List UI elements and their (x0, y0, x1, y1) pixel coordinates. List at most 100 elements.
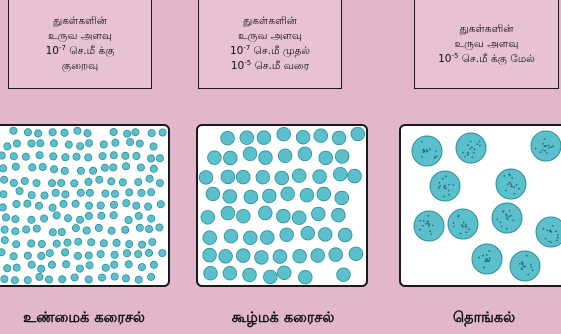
solute-particle (0, 152, 5, 159)
solute-particle (135, 251, 142, 258)
solute-particle (23, 226, 30, 233)
solute-particle (156, 155, 163, 162)
solute-particle (83, 227, 90, 234)
size-base: 10 (438, 53, 451, 65)
solute-particle (2, 214, 9, 221)
size-suffix: செ.மீ க்கு மேல் (462, 53, 535, 65)
colloid-particle (240, 131, 254, 145)
solute-particle (127, 139, 134, 146)
solute-particle (122, 226, 129, 233)
colloid-particle (203, 248, 217, 262)
solute-particle (61, 167, 68, 174)
solute-particle (138, 264, 145, 271)
solute-particle (52, 189, 59, 196)
solute-particle (86, 262, 93, 269)
solute-particle (28, 192, 35, 199)
solute-particle (148, 273, 155, 280)
solute-particle (88, 239, 95, 246)
solute-particle (123, 250, 130, 257)
solute-particle (74, 252, 81, 259)
colloid-particle (348, 169, 362, 183)
solute-particle (64, 215, 71, 222)
colloid-particle (296, 130, 310, 144)
colloid-particle (236, 249, 250, 263)
solute-particle (100, 240, 107, 247)
solute-particle (4, 265, 11, 272)
solute-particle (101, 164, 108, 171)
solute-particle (71, 180, 78, 187)
solute-particle (97, 202, 104, 209)
solute-particle (102, 190, 109, 197)
solute-particle (46, 250, 53, 257)
solute-particle (41, 215, 48, 222)
colloid-particle (236, 170, 250, 184)
suspension-panel (399, 124, 561, 287)
colloid-particle (292, 169, 306, 183)
colloid-particle (208, 151, 222, 165)
true-solution-size-box: துகள்களின் உருவ அளவு 10-7 செ.மீ க்கு குற… (8, 0, 152, 89)
suspended-particle (531, 131, 561, 161)
solute-particle (100, 141, 107, 148)
solute-particle (1, 276, 8, 283)
solute-particle (10, 153, 17, 160)
solute-particle (99, 153, 106, 160)
colloid-particle (223, 266, 237, 280)
size-suffix: செ.மீ வரை (255, 60, 310, 72)
suspended-particle (510, 251, 540, 281)
solute-particle (110, 164, 117, 171)
size-base: 10 (46, 45, 59, 57)
solute-particle (77, 189, 84, 196)
solute-particle (72, 225, 79, 232)
solute-particle (12, 216, 19, 223)
solute-particle (33, 180, 40, 187)
solute-particle (24, 277, 31, 284)
solute-particle (22, 153, 29, 160)
solute-particle (38, 252, 45, 259)
colloid-particle (223, 190, 237, 204)
solute-particle (148, 189, 155, 196)
solute-particle (28, 140, 35, 147)
colloid-particle (332, 208, 346, 222)
solute-particle (10, 179, 17, 186)
box-line-1: துகள்களின் (460, 22, 514, 37)
suspension-caption: தொங்கல் (453, 310, 515, 328)
solute-particle (74, 127, 81, 134)
size-exponent: -5 (451, 52, 458, 60)
colloid-particle (224, 229, 238, 243)
solute-particle (102, 264, 109, 271)
colloid-particle (206, 187, 220, 201)
solute-particle (146, 175, 153, 182)
solute-particle (149, 239, 156, 246)
solute-particle (150, 261, 157, 268)
colloid-particle (264, 270, 278, 284)
colloid-particle (351, 127, 365, 141)
solute-particle (61, 129, 68, 136)
size-base: 10 (230, 45, 243, 57)
solute-particle (112, 139, 119, 146)
solute-particle (48, 261, 55, 268)
size-exponent: -7 (243, 44, 250, 52)
solute-particle (33, 225, 40, 232)
solute-particle (50, 153, 57, 160)
solute-particle (60, 200, 67, 207)
solute-particle (72, 200, 79, 207)
solute-particle (159, 129, 166, 136)
colloid-particle (292, 211, 306, 225)
colloid-particle (317, 187, 331, 201)
solute-particle (41, 192, 48, 199)
solute-particle (126, 241, 133, 248)
solute-particle (98, 212, 105, 219)
colloid-particle (244, 231, 258, 245)
suspended-particle (496, 169, 526, 199)
colloid-particle (349, 247, 363, 261)
solute-particle (108, 178, 115, 185)
solute-particle (97, 251, 104, 258)
solute-particle (28, 216, 35, 223)
box-size-line-2: 10-5 செ.மீ வரை (231, 59, 309, 74)
solute-particle (12, 163, 19, 170)
size-base: 10 (231, 60, 244, 72)
size-unit: செ.மீ க்கு (69, 45, 114, 57)
box-line-2: உருவ அளவு (238, 29, 302, 44)
solute-particle (126, 189, 133, 196)
solute-particle (125, 261, 132, 268)
